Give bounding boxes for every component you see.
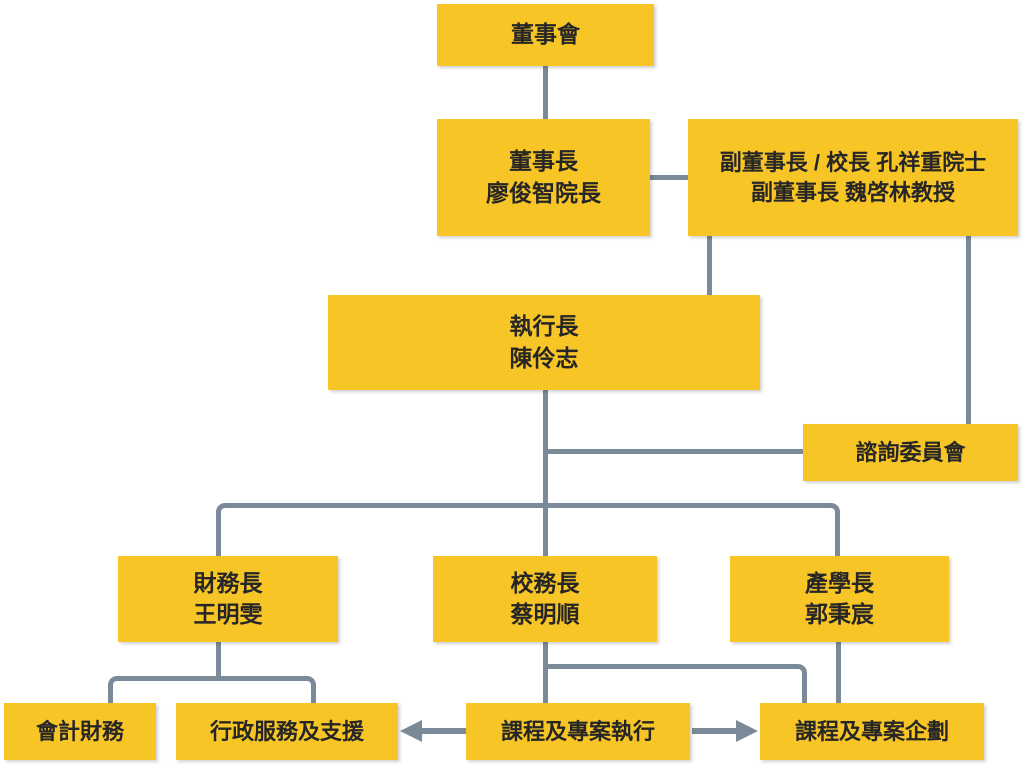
node-advisory-committee[interactable]: 諮詢委員會 — [803, 424, 1018, 481]
node-program-execution[interactable]: 課程及專案執行 — [466, 703, 690, 760]
connector-chairman-to-vicechairman — [648, 175, 690, 180]
node-label: 董事會 — [511, 21, 580, 48]
node-label: 執行長 陳伶志 — [509, 313, 579, 371]
node-label: 校務長 蔡明順 — [510, 569, 580, 627]
node-ceo[interactable]: 執行長 陳伶志 — [328, 295, 760, 390]
node-program-planning[interactable]: 課程及專案企劃 — [760, 703, 984, 760]
connector-board-to-chairman — [543, 64, 548, 121]
connector-industry-to-program-planning — [836, 640, 841, 705]
node-label: 行政服務及支援 — [209, 718, 364, 744]
node-chairman[interactable]: 董事長 廖俊智院長 — [437, 119, 650, 236]
node-label: 課程及專案企劃 — [794, 718, 949, 744]
connector-ceo-to-advisory — [545, 449, 805, 454]
connector-bus-directors — [216, 503, 840, 557]
node-label: 財務長 王明雯 — [193, 569, 263, 627]
arrow-left-icon — [400, 720, 466, 742]
node-label: 董事長 廖俊智院長 — [486, 148, 601, 206]
node-label: 諮詢委員會 — [855, 439, 966, 465]
connector-vicechairman-to-ceo — [707, 234, 712, 297]
node-label: 產學長 郭秉宸 — [805, 569, 874, 627]
node-vice-chairman[interactable]: 副董事長 / 校長 孔祥重院士 副董事長 魏啓林教授 — [688, 119, 1018, 236]
node-label: 課程及專案執行 — [500, 718, 655, 744]
connector-vicechairman-to-advisory — [966, 234, 971, 426]
node-admin-services-support[interactable]: 行政服務及支援 — [176, 703, 398, 760]
node-accounting-finance[interactable]: 會計財務 — [4, 703, 156, 760]
node-industry-academic-director[interactable]: 產學長 郭秉宸 — [730, 556, 949, 642]
connector-provost-to-program-planning — [543, 664, 807, 706]
node-board-of-directors[interactable]: 董事會 — [437, 4, 654, 66]
node-label: 會計財務 — [35, 718, 124, 744]
connector-ceo-trunk — [543, 388, 548, 560]
node-cfo[interactable]: 財務長 王明雯 — [118, 556, 338, 642]
connector-bus-cfo-children — [108, 676, 316, 706]
connector-cfo-drop — [216, 640, 221, 678]
arrow-right-icon — [692, 720, 758, 742]
node-label: 副董事長 / 校長 孔祥重院士 副董事長 魏啓林教授 — [719, 149, 987, 205]
node-provost[interactable]: 校務長 蔡明順 — [433, 556, 657, 642]
